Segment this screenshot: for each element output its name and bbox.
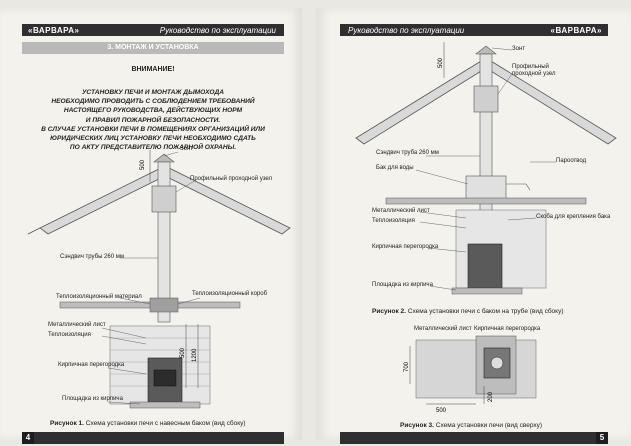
label-pipe: Сэндвич труба 260 мм xyxy=(376,150,439,156)
insul-box xyxy=(149,297,179,313)
label-brick-pad: Площадка из кирпича xyxy=(372,282,433,288)
label-pipe: Сэндвич трубы 260 мм xyxy=(60,254,124,260)
label-metal-sheet-top: Металлический лист xyxy=(414,326,472,332)
label-insul-material: Теплоизоляционный материал xyxy=(56,294,142,300)
brick-pad xyxy=(129,401,201,409)
stove-top xyxy=(483,347,511,379)
brand-logo: «ВАРВАРА» xyxy=(28,25,80,35)
warning-line: И ПРАВИЛ ПОЖАРНОЙ БЕЗОПАСНОСТИ. xyxy=(85,116,221,124)
label-brick-wall: Кирпичная перегородка xyxy=(58,362,125,368)
pipe-top xyxy=(490,356,504,370)
label-thermal: Теплоизоляция xyxy=(48,332,91,338)
warning-line: УСТАНОВКУ ПЕЧИ И МОНТАЖ ДЫМОХОДА xyxy=(81,89,225,96)
caption-text: Схема установки печи (вид сверху) xyxy=(435,422,543,429)
label-umbrella: Зонт xyxy=(180,146,194,152)
left-page: «ВАРВАРА» Руководство по эксплуатации 3.… xyxy=(0,8,302,444)
ceiling xyxy=(385,197,587,205)
label-umbrella: Зонт xyxy=(512,46,526,52)
warning-text: УСТАНОВКУ ПЕЧИ И МОНТАЖ ДЫМОХОДА НЕОБХОД… xyxy=(22,88,284,152)
label-passage: Профильный проходной узел xyxy=(190,176,273,182)
right-header-bar: Руководство по эксплуатации «ВАРВАРА» xyxy=(340,24,608,36)
warning-line: НЕОБХОДИМО ПРОВОДИТЬ С СОБЛЮДЕНИЕМ ТРЕБО… xyxy=(51,98,255,106)
label-bracket: Скоба для крепления бака xyxy=(536,214,611,220)
label-metal-sheet: Металлический лист xyxy=(48,322,106,328)
header-title: Руководство по эксплуатации xyxy=(159,25,276,35)
brand-logo: «ВАРВАРА» xyxy=(550,25,602,35)
caption-number: Рисунок 3. xyxy=(400,422,434,429)
label-passage: Профильный проходной узел xyxy=(512,64,556,77)
dim-500-top: 500 xyxy=(438,57,444,68)
caption-text: Схема установки печи с навесным баком (в… xyxy=(85,420,246,427)
passage-node xyxy=(151,185,177,213)
caption-text: Схема установки печи с баком на трубе (в… xyxy=(407,308,564,315)
label-brick-wall: Кирпичная перегородка xyxy=(372,244,439,250)
figure1-diagram: 500 500 1200 xyxy=(27,150,291,409)
label-thermal: Теплоизоляция xyxy=(372,218,415,224)
section-title: 3. МОНТАЖ И УСТАНОВКА xyxy=(22,42,284,54)
label-brick-pad: Площадка из кирпича xyxy=(62,396,123,402)
steam-outlet xyxy=(506,183,531,191)
dim-500-bottom: 500 xyxy=(436,408,447,414)
stove-door xyxy=(153,369,177,387)
figure1-caption: Рисунок 1. Схема установки печи с навесн… xyxy=(50,420,246,427)
brick-pad xyxy=(451,287,523,295)
dim-200: 200 xyxy=(488,391,494,402)
figure2-caption: Рисунок 2. Схема установки печи с баком … xyxy=(372,308,564,315)
stove-body xyxy=(467,243,503,289)
dim-500-side: 500 xyxy=(180,347,186,358)
figure3-diagram: 700 500 200 xyxy=(404,335,537,414)
dim-500-top: 500 xyxy=(140,159,146,170)
warning-line: НАСТОЯЩЕГО РУКОВОДСТВА, ДЕЙСТВУЮЩИХ НОРМ xyxy=(63,107,243,115)
caption-number: Рисунок 1. xyxy=(50,420,84,427)
umbrella-cap xyxy=(153,153,175,163)
label-metal-sheet: Металлический лист xyxy=(372,208,430,214)
page-number: 5 xyxy=(596,432,608,444)
figure3-caption: Рисунок 3. Схема установки печи (вид све… xyxy=(400,422,542,429)
attention-heading: ВНИМАНИЕ! xyxy=(131,66,175,73)
dim-700: 700 xyxy=(404,361,410,372)
warning-line: В СЛУЧАЕ УСТАНОВКИ ПЕЧИ В ПОМЕЩЕНИЯХ ОРГ… xyxy=(41,125,265,133)
label-tank: Бак для воды xyxy=(376,165,414,171)
warning-line: ЮРИДИЧЕСКИХ ЛИЦ УСТАНОВКУ ПЕЧИ НЕОБХОДИМ… xyxy=(50,135,256,143)
header-title: Руководство по эксплуатации xyxy=(348,25,465,35)
warning-line: ПО АКТУ ПРЕДСТАВИТЕЛЮ ПОЖАРНОЙ ОХРАНЫ. xyxy=(69,144,237,152)
label-steam-outlet: Пароотвод xyxy=(556,158,587,164)
passage-node xyxy=(473,85,499,113)
figure2-diagram: 500 xyxy=(355,42,617,295)
right-footer-bar xyxy=(340,432,608,444)
umbrella-cap xyxy=(475,45,497,55)
left-footer-bar xyxy=(22,432,284,444)
label-insul-box: Теплоизоляционный короб xyxy=(192,291,268,297)
page-number: 4 xyxy=(22,432,34,444)
label-brick-wall-top: Кирпичная перегородка xyxy=(474,326,541,332)
dim-1200: 1200 xyxy=(192,348,198,362)
caption-number: Рисунок 2. xyxy=(372,308,406,315)
left-header-bar: «ВАРВАРА» Руководство по эксплуатации xyxy=(22,24,284,36)
right-page: Руководство по эксплуатации «ВАРВАРА» 50… xyxy=(316,8,631,444)
